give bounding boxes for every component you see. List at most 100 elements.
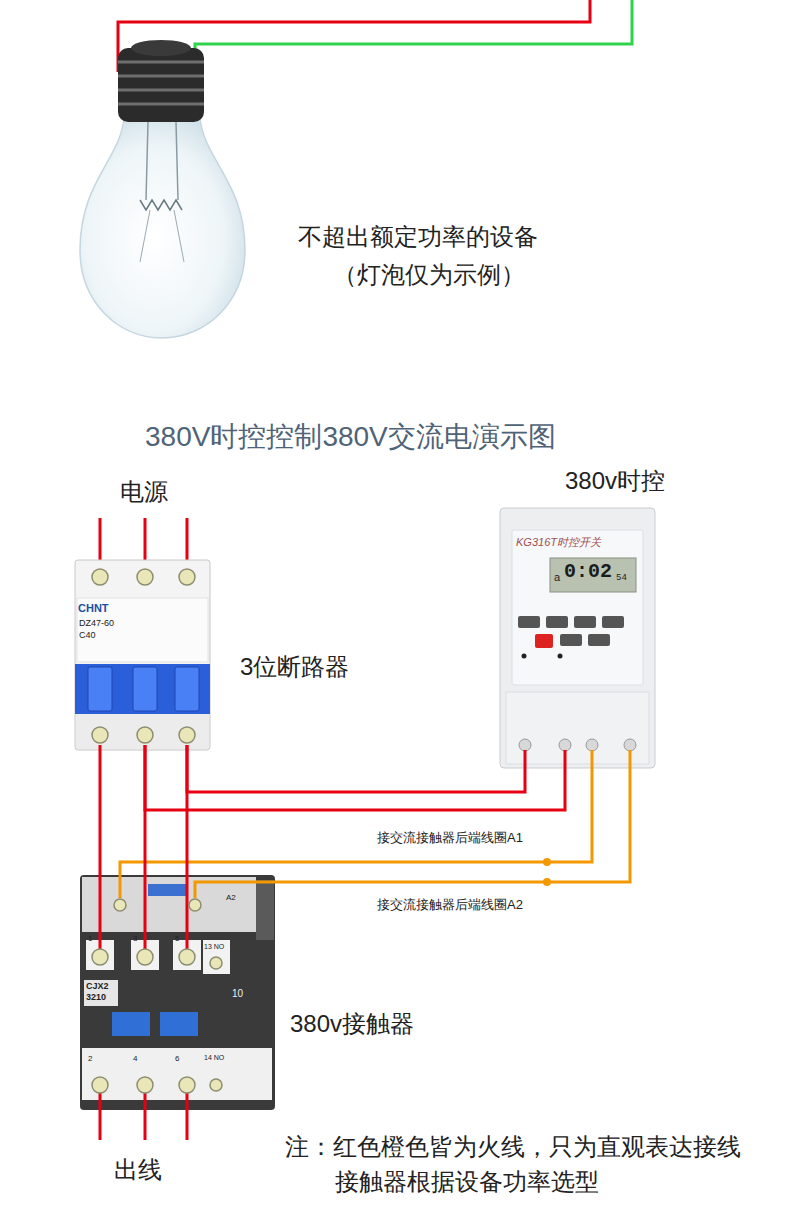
device-label: 380v时控 [565, 467, 665, 496]
timer-button [546, 616, 568, 628]
terminal-number: A2 [226, 893, 236, 903]
terminal-screw [179, 949, 195, 965]
footnote: 注：红色橙色皆为火线，只为直观表达接线 [285, 1133, 741, 1162]
circuit-breaker: CHNTDZ47-60C403位断路器 [75, 555, 210, 745]
breaker-plate [77, 598, 208, 662]
terminal-screw [210, 957, 222, 969]
terminal-screw [137, 1077, 153, 1093]
wire [195, 750, 630, 898]
contactor-cover [82, 877, 256, 932]
breaker-handle [175, 667, 199, 711]
wire-label: 接交流接触器后端线圈A1 [375, 830, 525, 846]
output-wire [100, 1090, 187, 1140]
breaker-bottom [76, 714, 209, 749]
coil-screw [189, 899, 201, 911]
terminal-screw [137, 569, 153, 585]
breaker-handle [88, 667, 112, 711]
terminal-number: 14 NO [204, 1054, 224, 1062]
terminal-screw [179, 569, 195, 585]
ac-contactor: CJX2 321010380v接触器 [80, 898, 275, 1110]
lcd-seconds: 54 [616, 573, 627, 584]
timer-terminal-strip [506, 692, 649, 764]
contactor-sticker [148, 884, 188, 896]
terminal-number: 1 [88, 934, 92, 944]
contactor-bottom [82, 1048, 272, 1100]
rating-label: C40 [79, 630, 96, 641]
model-number: CJX2 3210 [86, 981, 116, 1003]
contactor-screws [92, 899, 222, 1093]
wire [99, 745, 102, 898]
timer-button [574, 616, 596, 628]
timer-buttons [518, 616, 624, 659]
terminal-number: 2 [88, 1054, 92, 1064]
timer-terminal [559, 739, 571, 751]
device-note: （灯泡仅为示例） [333, 261, 525, 290]
timer-button [588, 634, 610, 646]
bulb-stem [146, 122, 178, 200]
contactor-ear [256, 880, 274, 940]
timer-terminal [624, 739, 636, 751]
wire [144, 745, 147, 898]
timer-terminals [519, 739, 636, 751]
terminal-screw [179, 727, 195, 743]
contactor-body [80, 875, 275, 1110]
wire-stub [100, 898, 187, 950]
breaker-body [75, 560, 210, 750]
bulb-contact [131, 40, 191, 56]
terminal-number: 6 [175, 1054, 179, 1064]
bulb-support [140, 210, 184, 262]
terminal-screw [92, 949, 108, 965]
panel-title: KG316T时控开关 [516, 536, 601, 549]
contactor-window [112, 1012, 150, 1036]
timer-button [518, 616, 540, 628]
bulb-filament [140, 200, 182, 210]
timer-face [512, 530, 643, 685]
contactor-window [160, 1012, 198, 1036]
terminal-number: 5 [175, 934, 179, 944]
timer-lcd [550, 558, 636, 592]
device-label: 380v接触器 [290, 1010, 414, 1039]
wire [145, 745, 565, 810]
timer-terminal [519, 739, 531, 751]
terminal-screw [92, 727, 108, 743]
timer-terminal [586, 739, 598, 751]
timer-button [560, 634, 582, 646]
device-label: 3位断路器 [240, 653, 349, 682]
footnote: 接触器根据设备功率选型 [335, 1168, 599, 1197]
timer-button [535, 634, 553, 648]
wire [120, 750, 592, 898]
terminal-screw [179, 1077, 195, 1093]
timer-body [500, 508, 655, 768]
coil-screw [114, 899, 126, 911]
neutral-wire [195, 0, 632, 72]
device-note: 不超出额定功率的设备 [298, 223, 538, 252]
contact-code: 10 [232, 988, 243, 1000]
bulb-base [118, 48, 204, 122]
timer-led [522, 654, 527, 659]
lcd-time: 0:02 [564, 560, 612, 584]
terminal-screw [137, 949, 153, 965]
contactor-nameplate [84, 980, 118, 1006]
terminal-screw [210, 1079, 222, 1091]
terminal-screws [92, 569, 195, 743]
model-number: DZ47-60 [79, 618, 114, 629]
bulb-thread [118, 62, 204, 104]
breaker-band [75, 664, 210, 714]
terminal-number: 4 [133, 1054, 137, 1064]
power-label: 电源 [120, 478, 168, 507]
wire-label: 接交流接触器后端线圈A2 [375, 897, 525, 913]
timer-led [558, 654, 563, 659]
breaker-handle [133, 667, 157, 711]
bulb-glass [80, 118, 245, 338]
diagram-title: 380V时控控制380V交流电演示图 [145, 420, 556, 454]
terminal-number: 3 [133, 934, 137, 944]
wire [186, 745, 189, 898]
terminal-screw [92, 1077, 108, 1093]
terminal-screw [137, 727, 153, 743]
terminal-block [203, 940, 230, 974]
output-label: 出线 [114, 1156, 162, 1185]
brand-mark: CHNT [78, 602, 109, 615]
